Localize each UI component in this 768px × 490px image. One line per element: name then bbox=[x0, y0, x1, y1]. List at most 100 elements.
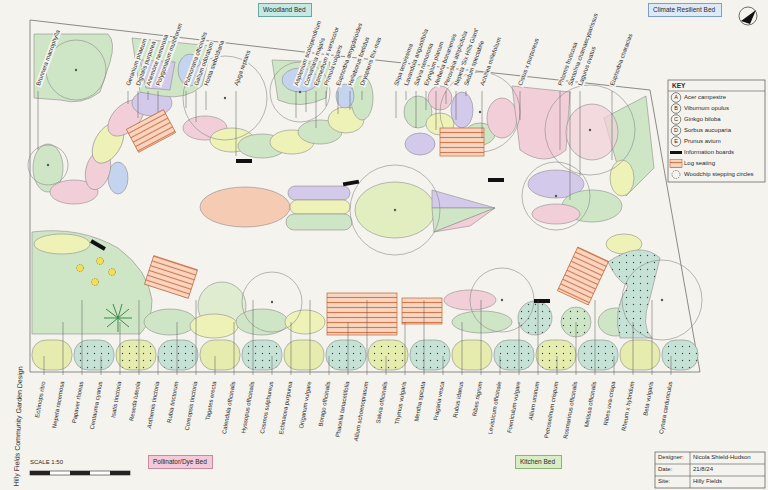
plant-label: Euphorbia characias bbox=[609, 32, 635, 88]
key-frame bbox=[668, 80, 765, 182]
tree-canopy bbox=[555, 195, 557, 197]
log-seating bbox=[440, 128, 484, 156]
tree-canopy bbox=[622, 260, 702, 340]
scale-bar bbox=[30, 471, 130, 475]
legend-swatch bbox=[671, 126, 681, 136]
leader-line bbox=[362, 91, 363, 100]
leader-line bbox=[576, 322, 577, 375]
title-block bbox=[655, 476, 765, 477]
leader-line bbox=[367, 300, 368, 375]
leader-line bbox=[253, 300, 254, 375]
legend-swatch bbox=[670, 151, 682, 154]
central-bed bbox=[200, 187, 290, 227]
tree-canopy bbox=[242, 272, 302, 332]
leader-line bbox=[560, 91, 561, 150]
site-boundary bbox=[30, 20, 700, 372]
leader-line bbox=[38, 91, 39, 150]
plant-label: Echinacea purpurea bbox=[278, 379, 295, 435]
leader-line bbox=[148, 91, 149, 100]
legend-swatch bbox=[670, 160, 682, 168]
leader-line bbox=[424, 300, 425, 375]
key-frame bbox=[668, 91, 765, 92]
plant-label: Allium ursinum bbox=[527, 379, 541, 421]
leader-line bbox=[595, 300, 596, 375]
kitchen-row bbox=[410, 340, 450, 370]
information-board bbox=[343, 180, 359, 187]
legend-text: Ginkgo biloba bbox=[684, 116, 721, 123]
climate-planting bbox=[404, 86, 654, 224]
title-block bbox=[655, 452, 765, 488]
bed-title: Kitchen Bed bbox=[520, 458, 557, 466]
title-block-cell: Nicola Shield-Hudson bbox=[693, 454, 751, 461]
climate-planting bbox=[566, 104, 618, 160]
scale-bar bbox=[110, 471, 130, 475]
plant-label: Tagetes erecta bbox=[204, 379, 218, 421]
plant-label: Rheum x hybridum bbox=[620, 379, 636, 432]
leader-line bbox=[196, 300, 197, 375]
title-block-cell: Designer: bbox=[658, 454, 684, 461]
kitchen-row bbox=[242, 340, 282, 370]
information-board bbox=[236, 159, 252, 163]
plant-label: Coreopsis tinctoria bbox=[184, 379, 200, 431]
leader-line bbox=[44, 356, 45, 375]
log-seating bbox=[144, 256, 197, 299]
pollinator-planting bbox=[104, 304, 132, 332]
leader-line bbox=[426, 91, 427, 110]
kitchen-row bbox=[32, 340, 72, 370]
central-bed bbox=[355, 182, 435, 238]
plant-label: Ribes nigrum bbox=[471, 379, 484, 417]
plant-label: Levisticum officinale bbox=[487, 379, 504, 435]
central-bed bbox=[434, 208, 495, 232]
plant-label: Echinops ritro bbox=[34, 379, 48, 418]
leader-line bbox=[570, 91, 571, 200]
leader-line bbox=[338, 91, 339, 114]
tree-canopy bbox=[350, 165, 440, 255]
leader-line bbox=[206, 91, 207, 110]
scale-label: SCALE 1:50 bbox=[30, 459, 63, 466]
pollinator-planting bbox=[32, 231, 152, 334]
plant-label: Cistus x purpureus bbox=[517, 36, 541, 87]
pollinator-planting bbox=[34, 234, 90, 254]
plant-label: Origanum vulgare bbox=[298, 379, 314, 429]
leader-line bbox=[652, 300, 653, 375]
pollinator-planting bbox=[92, 279, 99, 286]
plant-label: Anthemis tinctoria bbox=[146, 379, 162, 429]
leader-line bbox=[633, 322, 634, 375]
kitchen-row bbox=[116, 340, 156, 370]
leader-line bbox=[436, 91, 437, 130]
leader-line bbox=[612, 91, 613, 160]
site-boundary bbox=[30, 20, 700, 372]
pollinator-planting bbox=[109, 269, 116, 276]
plant-label: Rubia tinctorum bbox=[166, 379, 181, 424]
key-letter: A bbox=[674, 94, 678, 101]
leader-line bbox=[386, 356, 387, 375]
climate-planting bbox=[512, 86, 570, 159]
central-bed bbox=[432, 208, 495, 232]
information-board bbox=[90, 239, 106, 250]
climate-planting bbox=[451, 92, 473, 128]
plant-label: Phacelia tanacetifolia bbox=[334, 379, 351, 438]
pollinator-planting bbox=[518, 301, 552, 335]
plant-label: Petroselinum crispum bbox=[543, 379, 560, 439]
plan-title: Hilly Fields Community Garden Design bbox=[12, 366, 25, 486]
leader-line bbox=[520, 91, 521, 120]
leader-line bbox=[466, 91, 467, 96]
plant-label: Mentha spicata bbox=[413, 379, 427, 422]
leader-line bbox=[671, 356, 672, 375]
central-bed bbox=[288, 186, 350, 200]
leader-line bbox=[310, 300, 311, 375]
legend-swatch bbox=[670, 151, 682, 154]
woodland-planting bbox=[336, 84, 354, 108]
central-bed bbox=[290, 200, 350, 214]
leader-line bbox=[326, 91, 327, 106]
scale-bar bbox=[30, 471, 50, 475]
tree-canopy bbox=[271, 301, 273, 303]
scale-bar bbox=[30, 471, 130, 475]
leader-line bbox=[120, 322, 121, 375]
log-seating bbox=[557, 247, 608, 305]
kitchen-row bbox=[74, 340, 114, 370]
plant-label: Foeniculum vulgare bbox=[506, 379, 522, 434]
key-letter: B bbox=[674, 105, 678, 112]
plant-label: Cynara cardunculus bbox=[658, 379, 675, 435]
leader-line bbox=[82, 300, 83, 375]
